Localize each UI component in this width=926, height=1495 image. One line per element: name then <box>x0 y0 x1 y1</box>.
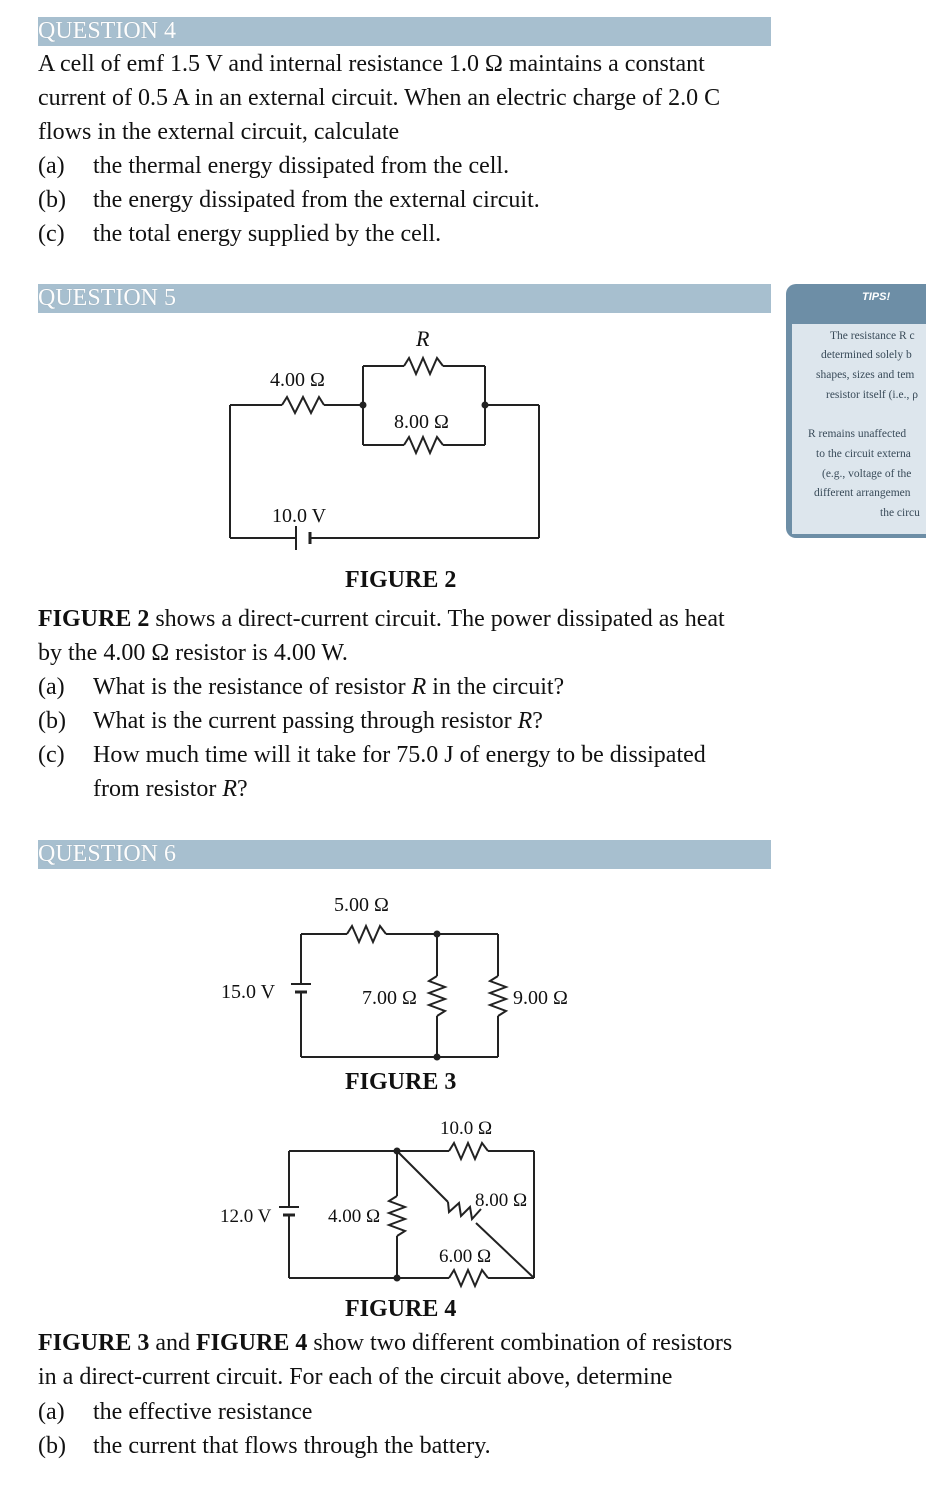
q5-item-c: (c) How much time will it take for 75.0 J… <box>38 738 706 772</box>
fig3-r-top-label: 5.00 Ω <box>334 894 389 916</box>
q5-item-a-label: (a) <box>38 674 65 700</box>
q4-item-a-text: the thermal energy dissipated from the c… <box>93 153 510 179</box>
fig3-r-mid-label: 7.00 Ω <box>362 987 417 1009</box>
q6-text-figure3-ref: FIGURE 3 <box>38 1330 150 1356</box>
figure-2-caption: FIGURE 2 <box>345 567 457 593</box>
q6-text-figure4-ref: FIGURE 4 <box>196 1330 308 1356</box>
question-6-heading-text: QUESTION 6 <box>38 841 176 867</box>
q5-item-c-continuation: from resistor R? <box>93 772 248 806</box>
question-4-heading: QUESTION 4 <box>38 17 771 46</box>
question-6-heading: QUESTION 6 <box>38 840 771 869</box>
q4-intro-line-2: current of 0.5 A in an external circuit.… <box>38 85 721 111</box>
q5-text-figure-ref: FIGURE 2 <box>38 606 150 632</box>
q5-item-a: (a)What is the resistance of resistor R … <box>38 670 564 704</box>
q6-text-and: and <box>149 1330 196 1356</box>
q4-item-b-label: (b) <box>38 187 66 213</box>
question-5-heading-text: QUESTION 5 <box>38 285 176 311</box>
tips-line-1: The resistance R c <box>830 330 915 342</box>
q5-item-c-cont-pre: from resistor <box>93 776 223 802</box>
q4-item-c-label: (c) <box>38 221 65 247</box>
q4-intro-line-3: flows in the external circuit, calculate <box>38 119 400 145</box>
tips-line-9: the circu <box>880 507 920 519</box>
q6-text-line-1: FIGURE 3 and FIGURE 4 show two different… <box>38 1326 732 1360</box>
fig2-r-label: R <box>415 326 430 351</box>
fig4-r-bottom-label: 6.00 Ω <box>439 1246 491 1267</box>
q5-item-b-var: R <box>517 708 533 734</box>
q5-text-line-1: FIGURE 2 shows a direct-current circuit.… <box>38 602 725 636</box>
q5-item-a-pre: What is the resistance of resistor <box>93 674 412 700</box>
q4-item-a-label: (a) <box>38 153 65 179</box>
q6-item-a-text: the effective resistance <box>93 1399 313 1425</box>
q4-item-c: (c) the total energy supplied by the cell… <box>38 217 441 251</box>
q4-item-b: (b) the energy dissipated from the extern… <box>38 183 540 217</box>
q5-text-line-1-rest: shows a direct-current circuit. The powe… <box>149 606 725 632</box>
fig4-r-left-label: 4.00 Ω <box>328 1206 380 1227</box>
q5-text-line-2: by the 4.00 Ω resistor is 4.00 W. <box>38 640 348 666</box>
fig3-battery-label: 15.0 V <box>221 981 276 1003</box>
fig4-r-top-label: 10.0 Ω <box>440 1118 492 1139</box>
q6-item-a: (a) the effective resistance <box>38 1395 312 1429</box>
q5-item-b: (b) What is the current passing through r… <box>38 704 543 738</box>
q6-item-b-text: the current that flows through the batte… <box>93 1433 491 1459</box>
tips-line-7: (e.g., voltage of the <box>822 468 912 480</box>
q5-item-c-cont-var: R <box>222 776 237 802</box>
q6-text-line-1-rest: show two different combination of resist… <box>307 1330 733 1356</box>
tips-line-6: to the circuit externa <box>816 448 911 460</box>
q5-item-c-label: (c) <box>38 742 65 768</box>
fig2-battery-label: 10.0 V <box>272 505 327 527</box>
fig3-r-right-label: 9.00 Ω <box>513 987 568 1009</box>
tips-title: TIPS! <box>862 291 891 303</box>
q6-text-line-2: in a direct-current circuit. For each of… <box>38 1364 673 1390</box>
tips-body <box>792 324 926 534</box>
tips-line-2: determined solely b <box>821 349 912 361</box>
fig4-battery-label: 12.0 V <box>220 1206 272 1227</box>
q5-item-c-pre: How much time will it take for 75.0 J of… <box>93 742 706 768</box>
figure-4-caption: FIGURE 4 <box>345 1296 457 1322</box>
tips-line-3: shapes, sizes and tem <box>816 369 915 381</box>
figure-3-caption: FIGURE 3 <box>345 1069 457 1095</box>
tips-line-4: resistor itself (i.e., ρ <box>826 389 918 401</box>
fig4-r-diag-label: 8.00 Ω <box>475 1190 527 1211</box>
question-4-heading-text: QUESTION 4 <box>38 18 176 44</box>
q5-item-b-label: (b) <box>38 708 66 734</box>
tips-line-8: different arrangemen <box>814 487 911 499</box>
q4-intro-line-1: A cell of emf 1.5 V and internal resista… <box>38 51 705 77</box>
q6-item-b-label: (b) <box>38 1433 66 1459</box>
tips-line-5: R remains unaffected <box>808 428 907 440</box>
question-5-heading: QUESTION 5 <box>38 284 771 313</box>
q4-item-b-text: the energy dissipated from the external … <box>93 187 540 213</box>
fig2-r2-label: 8.00 Ω <box>394 411 449 433</box>
q5-item-a-post: in the circuit? <box>426 674 565 700</box>
fig2-r1-label: 4.00 Ω <box>270 369 325 391</box>
q6-item-b: (b) the current that flows through the ba… <box>38 1429 491 1463</box>
q5-item-c-cont-post: ? <box>236 776 248 802</box>
q5-item-a-var: R <box>411 674 427 700</box>
q4-item-c-text: the total energy supplied by the cell. <box>93 221 442 247</box>
q4-item-a: (a) the thermal energy dissipated from th… <box>38 149 509 183</box>
q5-item-b-post: ? <box>532 708 543 734</box>
q6-item-a-label: (a) <box>38 1399 65 1425</box>
q5-item-b-pre: What is the current passing through resi… <box>93 708 518 734</box>
